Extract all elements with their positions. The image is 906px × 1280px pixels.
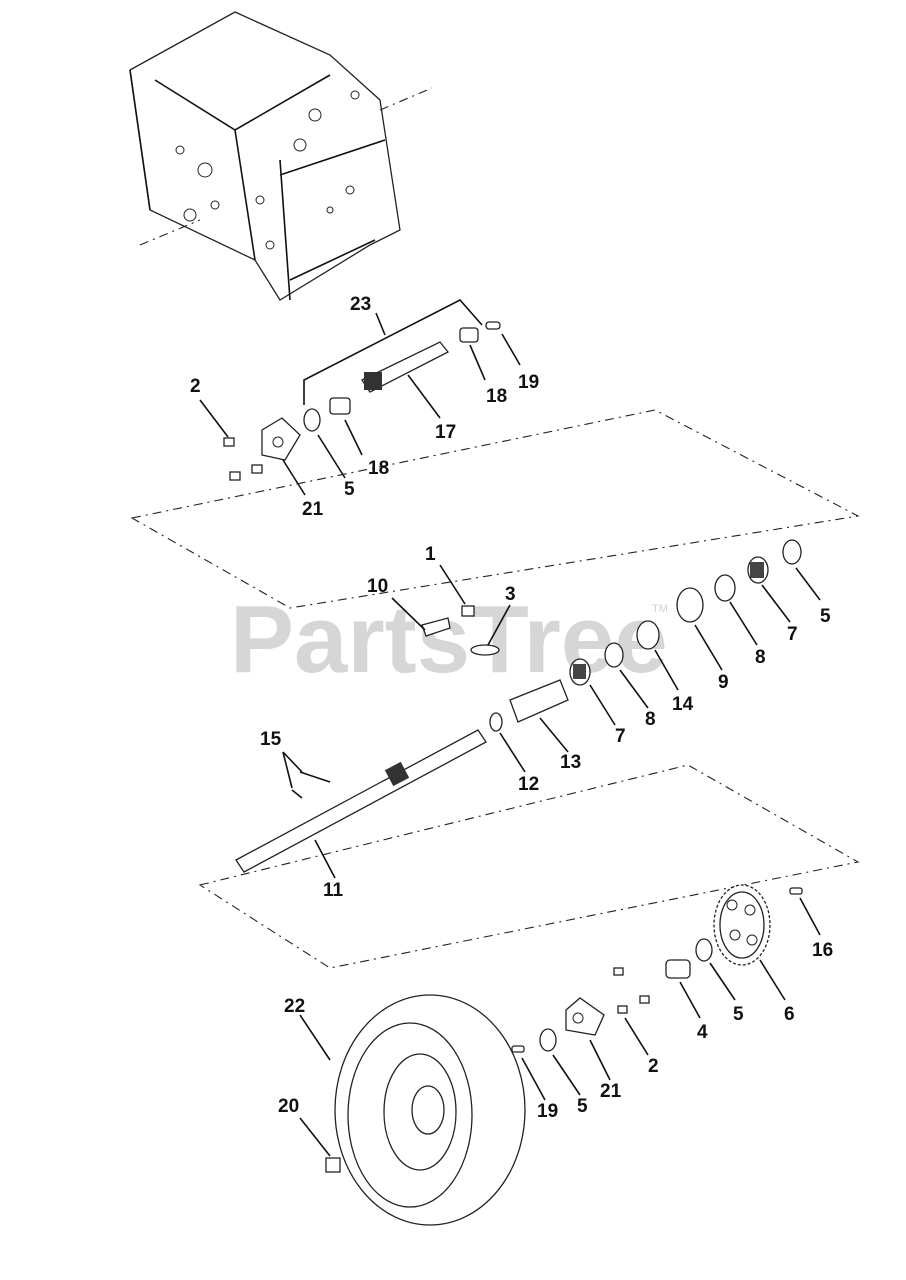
callout-8b: 8 [645,709,656,730]
callout-8a: 8 [755,647,766,668]
callout-7a: 7 [787,624,798,645]
watermark-text: PartsTree [230,586,668,693]
part-21-hub-top [261,417,306,496]
callout-6: 6 [784,1004,795,1025]
callout-5a: 5 [344,479,355,500]
part-2-bolts-lower [613,967,650,1056]
bracket-23 [303,299,483,405]
part-10-pin [391,597,451,637]
part-21-hub-lower [565,997,611,1081]
callout-3: 3 [505,584,516,605]
callout-5c: 5 [733,1004,744,1025]
part-8-bearing-right [714,574,758,646]
callout-20: 20 [278,1096,299,1117]
callout-23: 23 [350,294,371,315]
part-6-gear [713,884,786,1001]
callout-5b: 5 [820,606,831,627]
part-17-shaft [361,341,450,419]
part-5-washer-right [782,539,821,601]
part-7-gear-right [747,556,791,623]
part-3-spring [470,604,511,656]
part-5-washer-lower [695,938,736,1001]
part-13-spring [509,679,569,753]
part-14-clutch [636,620,679,691]
part-8-bearing-mid [604,642,649,709]
callout-19a: 19 [518,372,539,393]
part-5-washer-top [303,408,346,479]
part-1-nut [439,564,475,617]
part-20-valve [299,1117,341,1173]
callout-2a: 2 [190,376,201,397]
part-9-sprocket [676,587,723,671]
callout-21a: 21 [302,499,324,520]
part-15-keys [282,751,331,799]
callout-17: 17 [435,422,456,443]
callout-2b: 2 [648,1056,659,1077]
callout-10: 10 [367,576,388,597]
callout-16: 16 [812,940,833,961]
part-4-bushing [665,959,701,1019]
callout-21b: 21 [600,1081,622,1102]
part-18-bushing-top [459,327,486,381]
watermark-trademark: TM [652,603,668,615]
part-19-pin-top [485,321,521,366]
callout-1: 1 [425,544,436,565]
part-5-washer-wheel [539,1028,581,1096]
callout-9: 9 [718,672,729,693]
part-7-gear-mid [569,658,616,726]
callout-22: 22 [284,996,305,1017]
part-22-wheel [299,994,526,1226]
part-18-bushing-left [329,397,363,456]
callout-19b: 19 [537,1101,558,1122]
part-19-pin-wheel [511,1045,546,1101]
frame-housing [129,11,433,301]
part-11-axle [235,729,487,879]
callout-13: 13 [560,752,581,773]
callout-7b: 7 [615,726,626,747]
part-12-ring [489,712,526,773]
callout-12: 12 [518,774,539,795]
callout-5d: 5 [577,1096,588,1117]
callout-14: 14 [672,694,694,715]
callout-15: 15 [260,729,282,750]
callout-11: 11 [323,880,344,901]
part-2-bolts-top [199,399,263,481]
callout-18b: 18 [368,458,389,479]
callout-18a: 18 [486,386,507,407]
part-16-pin [789,887,821,936]
callout-4: 4 [697,1022,708,1043]
